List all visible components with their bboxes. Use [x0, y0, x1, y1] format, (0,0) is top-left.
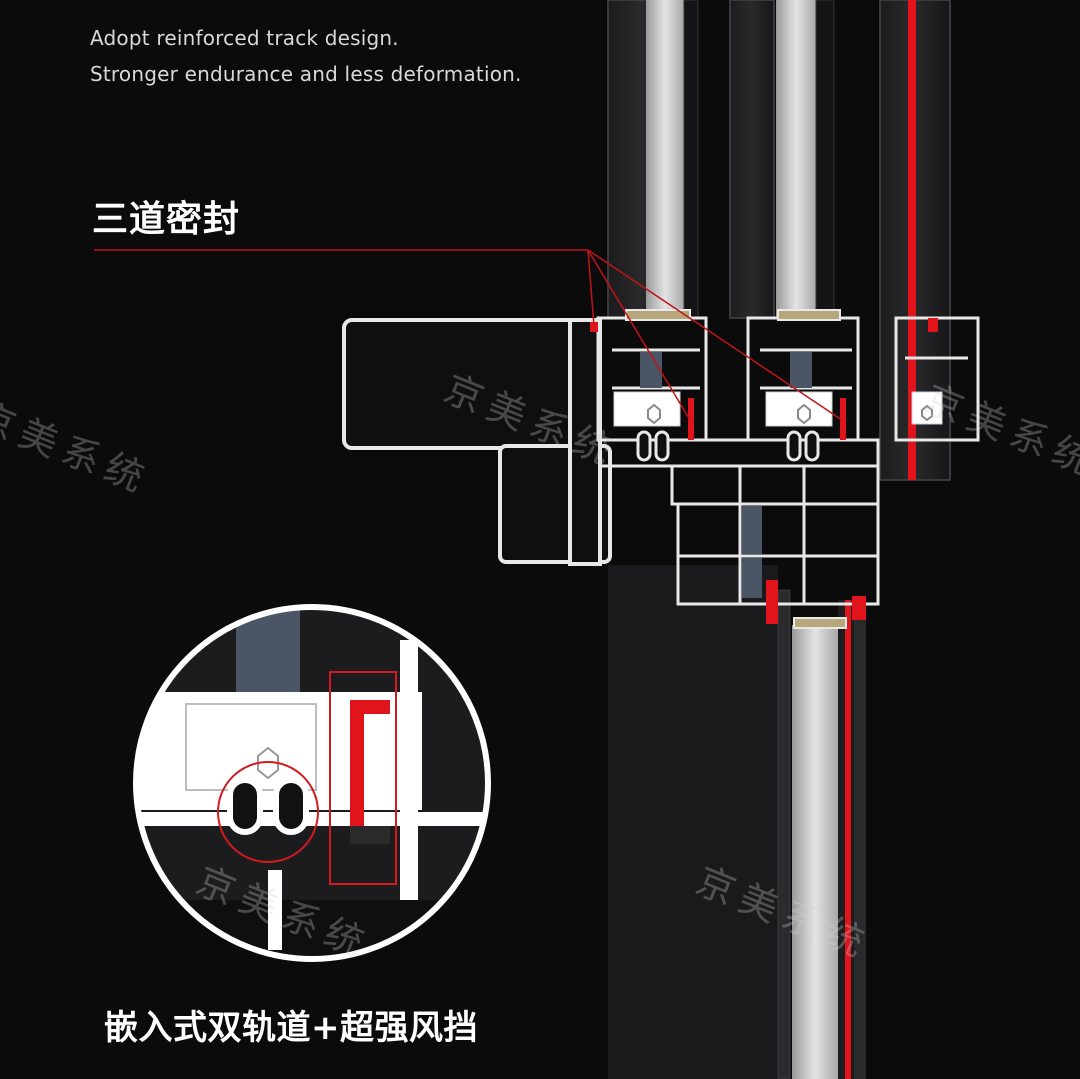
gaskets [640, 352, 812, 598]
intro-line-2: Stronger endurance and less deformation. [90, 62, 522, 86]
three-seals-heading: 三道密封 [92, 199, 241, 240]
upper-sash-profiles [607, 0, 951, 481]
magnifier-circle [133, 604, 491, 962]
red-seals [590, 318, 938, 624]
glazing-strips [625, 309, 847, 629]
embedded-track-caption: 嵌入式双轨道+超强风挡 [104, 1008, 478, 1048]
intro-line-1: Adopt reinforced track design. [90, 26, 399, 50]
lower-sash-profiles [608, 565, 866, 1079]
seal-pointer-lines [94, 249, 843, 421]
frame-box-profile [342, 318, 612, 566]
hex-screws [647, 403, 933, 425]
track-rollers [636, 430, 820, 462]
